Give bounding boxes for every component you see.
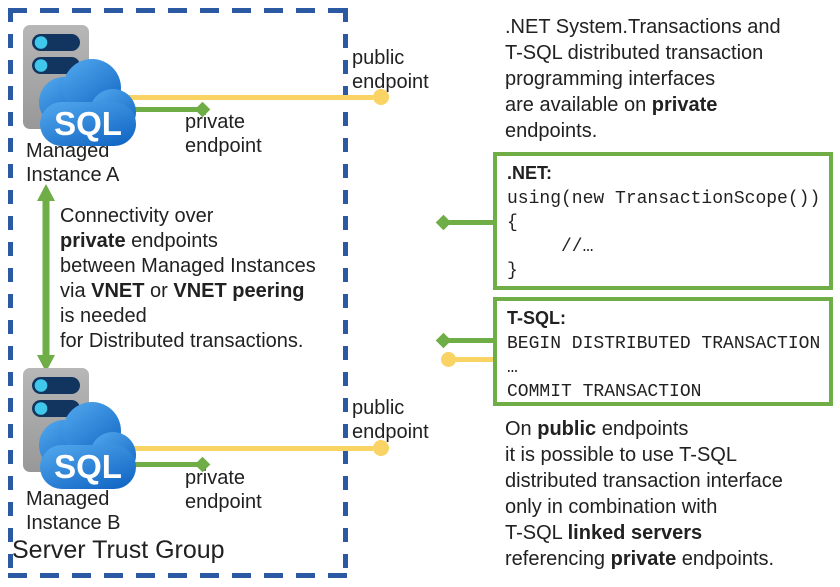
- text-line: it is possible to use T-SQL: [505, 442, 835, 468]
- server-led: [34, 36, 48, 49]
- tsql-public-connector-line: [452, 357, 493, 362]
- dotnet-private-connector-line: [447, 220, 493, 225]
- tsql-private-connector-line: [447, 338, 493, 343]
- text-segment: public: [537, 418, 597, 440]
- text-segment: T-SQL: [505, 522, 568, 544]
- text-segment: VNET: [91, 280, 145, 302]
- text-line: is needed: [60, 304, 350, 329]
- text-line: Connectivity over: [60, 204, 350, 229]
- text-segment: Connectivity over: [60, 205, 214, 227]
- text-segment: On: [505, 418, 538, 440]
- text-line: distributed transaction interface: [505, 468, 835, 494]
- text-segment: private: [651, 94, 718, 116]
- server-led: [34, 402, 48, 415]
- code-line: BEGIN DISTRIBUTED TRANSACTION: [507, 334, 821, 354]
- server-trust-group-label: Server Trust Group: [12, 536, 225, 564]
- dotnet-code: using(new TransactionScope()) { //…}: [507, 187, 821, 283]
- text-segment: private: [610, 548, 677, 570]
- text-segment: linked servers: [567, 522, 703, 544]
- sql-cloud-icon: SQL: [39, 402, 136, 489]
- dotnet-code-box: .NET: using(new TransactionScope()) { //……: [493, 152, 833, 290]
- dotnet-private-connector-diamond: [435, 214, 452, 231]
- public-endpoint-line-b: [126, 446, 373, 451]
- trust-group-border-right: [343, 8, 348, 578]
- dotnet-code-title: .NET:: [507, 163, 552, 183]
- tsql-private-connector-diamond: [435, 332, 452, 349]
- text-segment: endpoints.: [676, 548, 775, 570]
- sql-cloud-icon: SQL: [39, 59, 136, 146]
- code-line: using(new TransactionScope()): [507, 189, 821, 209]
- text-segment: is needed: [60, 305, 147, 327]
- managed-instance-b-icon: SQL: [23, 368, 136, 489]
- managed-instance-b-label: Managed Instance B: [26, 488, 121, 534]
- code-line: {: [507, 213, 518, 233]
- trust-group-border-top: [8, 8, 348, 13]
- text-segment: distributed transaction interface: [505, 470, 783, 492]
- text-segment: endpoints: [125, 230, 218, 252]
- text-line: via VNET or VNET peering: [60, 279, 350, 304]
- text-segment: only in combination with: [505, 496, 718, 518]
- text-line: referencing private endpoints.: [505, 546, 835, 572]
- trust-group-border-left: [8, 8, 13, 578]
- tsql-code: BEGIN DISTRIBUTED TRANSACTION … COMMIT TRA…: [507, 332, 821, 404]
- text-segment: private: [60, 230, 126, 252]
- trust-group-border-bottom: [8, 573, 348, 578]
- public-endpoint-line-a: [126, 95, 373, 100]
- text-line: are available on private: [505, 92, 835, 118]
- code-line: COMMIT TRANSACTION: [507, 382, 702, 402]
- text-segment: it is possible to use T-SQL: [505, 444, 737, 466]
- instances-connectivity-arrow: [37, 184, 55, 372]
- text-segment: or: [144, 280, 174, 302]
- text-segment: between Managed Instances: [60, 255, 316, 277]
- text-line: between Managed Instances: [60, 254, 350, 279]
- code-line: //…: [507, 237, 594, 257]
- public-endpoint-dot-b: [373, 440, 389, 456]
- text-segment: endpoints: [596, 418, 689, 440]
- text-segment: via: [60, 280, 92, 302]
- sql-icon-label: SQL: [54, 448, 122, 485]
- text-line: endpoints.: [505, 118, 835, 144]
- private-endpoint-label-b: private endpoint: [185, 467, 262, 513]
- code-line: …: [507, 358, 518, 378]
- server-led: [34, 59, 48, 72]
- text-line: .NET System.Transactions and: [505, 14, 835, 40]
- text-line: On public endpoints: [505, 416, 835, 442]
- text-line: only in combination with: [505, 494, 835, 520]
- tsql-public-connector-dot: [441, 352, 456, 367]
- text-line: programming interfaces: [505, 66, 835, 92]
- tsql-code-title: T-SQL:: [507, 308, 566, 328]
- private-endpoint-label-a: private endpoint: [185, 111, 262, 157]
- text-segment: for Distributed transactions.: [60, 330, 304, 352]
- private-endpoint-line-a: [125, 107, 198, 112]
- text-segment: .NET System.Transactions and: [505, 16, 781, 38]
- managed-instance-a-icon: SQL: [23, 25, 136, 146]
- text-segment: VNET peering: [173, 280, 305, 302]
- text-segment: T-SQL distributed transaction: [505, 42, 764, 64]
- text-segment: endpoints.: [505, 120, 598, 142]
- public-endpoint-label-a: public endpoint: [352, 47, 429, 93]
- tsql-code-box: T-SQL: BEGIN DISTRIBUTED TRANSACTION … COM…: [493, 297, 833, 406]
- server-led: [34, 379, 48, 392]
- public-endpoint-label-b: public endpoint: [352, 397, 429, 443]
- text-line: T-SQL linked servers: [505, 520, 835, 546]
- text-line: T-SQL distributed transaction: [505, 40, 835, 66]
- sql-icon-label: SQL: [54, 105, 122, 142]
- text-segment: referencing: [505, 548, 611, 570]
- private-endpoint-line-b: [125, 462, 198, 467]
- text-line: private endpoints: [60, 229, 350, 254]
- text-segment: programming interfaces: [505, 68, 716, 90]
- code-line: }: [507, 261, 518, 281]
- text-line: for Distributed transactions.: [60, 329, 350, 354]
- text-segment: are available on: [505, 94, 652, 116]
- public-endpoint-dot-a: [373, 89, 389, 105]
